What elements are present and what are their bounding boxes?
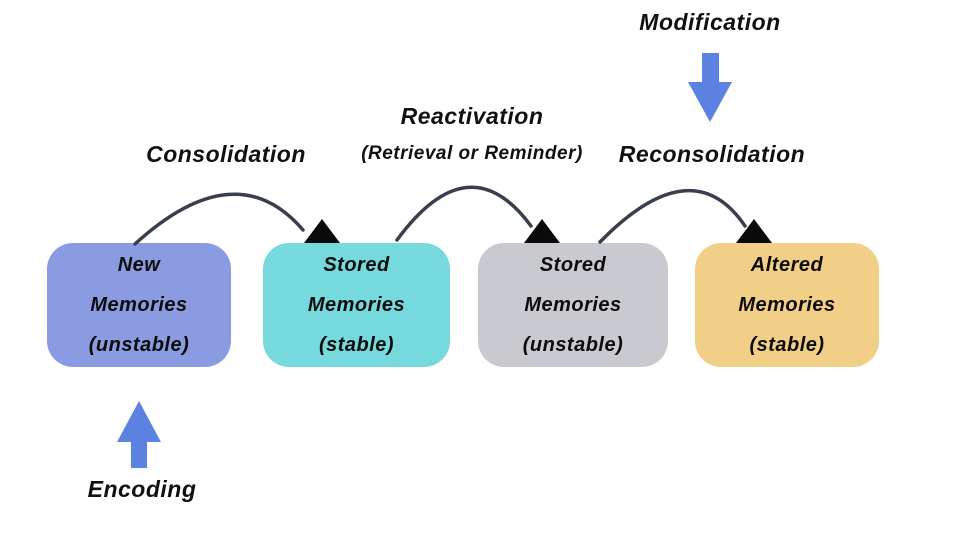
reactivation-curve-arrow [395,185,533,242]
box-altered-memories-stable [695,243,879,367]
box-line: Stored [539,254,607,276]
label-modification: Modification [639,9,781,35]
modification-down-arrow-icon [688,53,732,122]
box-line: (stable) [749,334,825,356]
consolidation-arrowhead-icon [304,219,340,243]
label-reactivation: Reactivation [400,103,544,129]
box-line: New [117,254,161,276]
consolidation-curve-arrow [133,192,305,246]
reactivation-arrowhead-icon [524,219,560,243]
box-line: (unstable) [88,334,190,356]
box-text-new-memories: New Memories (unstable) [47,243,231,367]
reconsolidation-arrowhead-icon [736,219,772,243]
reconsolidation-curve-arrow [598,188,747,244]
box-line: (unstable) [522,334,624,356]
box-line: Stored [323,254,390,276]
box-line: Memories [90,294,188,316]
label-consolidation: Consolidation [146,141,306,167]
box-stored-memories-stable [263,243,450,367]
box-stored-memories-unstable [478,243,668,367]
box-line: Memories [738,294,836,316]
box-line: (stable) [318,334,395,356]
encoding-up-arrow-icon [117,401,161,468]
label-retrieval-or-reminder: (Retrieval or Reminder) [361,143,583,164]
box-text-stored-memories-stable: Stored Memories (stable) [263,243,450,367]
box-line: Altered [750,254,824,276]
label-reconsolidation: Reconsolidation [618,141,806,167]
box-text-altered-memories: Altered Memories (stable) [695,243,879,367]
label-encoding: Encoding [87,476,197,502]
box-text-stored-memories-unstable: Stored Memories (unstable) [478,243,668,367]
box-new-memories-unstable [47,243,231,367]
box-line: Memories [524,294,622,316]
box-line: Memories [307,294,406,316]
